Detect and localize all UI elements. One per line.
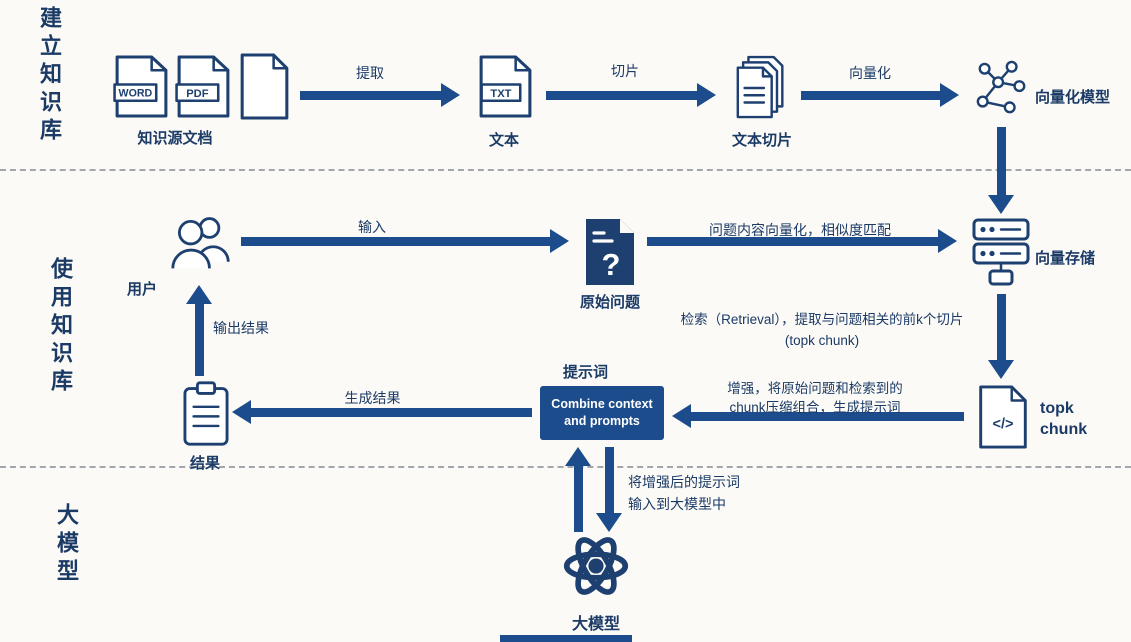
blank-doc-icon: [238, 53, 291, 120]
bottom-accent-bar: [500, 635, 632, 642]
similarity-arrow: [647, 229, 957, 253]
arrow-shaft: [689, 411, 964, 421]
llm-label: 大模型: [571, 616, 620, 633]
arrow-shaft: [604, 447, 614, 515]
retrieval-arrow: [988, 294, 1014, 379]
model-to-store-arrow: [988, 127, 1014, 214]
svg-text:TXT: TXT: [490, 88, 511, 100]
prompt-to-model-arrow: [596, 447, 622, 532]
arrow-head: [988, 360, 1014, 379]
extract-arrow-label: 提取: [356, 65, 384, 81]
svg-text:?: ?: [602, 247, 621, 282]
word-doc-icon: WORD: [113, 55, 170, 118]
combine-box-line1: Combine context: [551, 397, 653, 411]
question-label: 原始问题: [579, 294, 640, 311]
to-model-label-line1: 将增强后的提示词: [628, 474, 740, 490]
augment-label-line2: chunk压缩组合，生成提示词: [729, 400, 901, 415]
to-model-label-line2: 输入到大模型中: [628, 496, 726, 512]
retrieval-label-line2: (topk chunk): [784, 333, 860, 348]
arrow-head: [672, 404, 691, 428]
arrow-head: [232, 400, 251, 424]
model-to-prompt-arrow: [565, 447, 591, 532]
retrieval-label-line1: 检索（Retrieval），提取与问题相关的前k个切片: [680, 312, 964, 327]
arrow-shaft: [300, 90, 443, 100]
to-model-label: 将增强后的提示词 输入到大模型中: [628, 471, 740, 515]
arrow-head: [596, 513, 622, 532]
topk-chunk-label-line2: chunk: [1040, 421, 1088, 438]
vectorize-arrow-label: 向量化: [849, 65, 891, 81]
text-chunks-icon: [732, 55, 792, 121]
arrow-shaft: [996, 294, 1006, 362]
arrow-shaft: [241, 236, 552, 246]
arrow-shaft: [194, 302, 204, 376]
arrow-head: [938, 229, 957, 253]
arrow-head: [550, 229, 569, 253]
source-docs-label: 知识源文档: [137, 130, 213, 147]
generate-result-arrow: [232, 400, 532, 424]
vector-store-icon: [971, 217, 1031, 287]
arrow-shaft: [647, 236, 940, 246]
svg-text:</>: </>: [992, 417, 1013, 433]
output-result-label: 输出结果: [213, 320, 269, 336]
arrow-shaft: [801, 90, 942, 100]
slice-arrow: [546, 83, 716, 107]
augment-arrow: [672, 404, 964, 428]
section-label-build: 建立知识库: [37, 6, 62, 146]
arrow-head: [697, 83, 716, 107]
section-label-model: 大模型: [54, 503, 79, 587]
combine-context-box: Combine context and prompts: [540, 386, 664, 440]
topk-chunk-label: topk chunk: [1040, 398, 1087, 440]
arrow-head: [940, 83, 959, 107]
question-doc-icon: ?: [582, 217, 638, 287]
text-chunks-label: 文本切片: [731, 132, 792, 149]
combine-box-line2: and prompts: [564, 414, 640, 428]
vectorize-arrow: [801, 83, 959, 107]
extract-arrow: [300, 83, 460, 107]
slice-arrow-label: 切片: [611, 63, 639, 79]
prompt-label: 提示词: [563, 364, 609, 381]
similarity-arrow-label: 问题内容向量化，相似度匹配: [709, 222, 891, 238]
vector-model-label: 向量化模型: [1035, 89, 1111, 106]
arrow-shaft: [546, 90, 699, 100]
svg-text:PDF: PDF: [186, 88, 208, 100]
section-divider-2: [0, 466, 1131, 468]
vector-store-label: 向量存储: [1035, 250, 1096, 267]
pdf-doc-icon: PDF: [175, 55, 232, 118]
txt-doc-icon: TXT: [477, 55, 534, 118]
user-icon: [170, 211, 232, 275]
result-label: 结果: [189, 455, 220, 472]
augment-label-line1: 增强，将原始问题和检索到的: [727, 381, 903, 396]
topk-chunk-label-line1: topk: [1040, 400, 1074, 417]
text-label: 文本: [488, 132, 519, 149]
user-label: 用户: [127, 281, 158, 298]
retrieval-label: 检索（Retrieval），提取与问题相关的前k个切片 (topk chunk): [620, 309, 1024, 351]
input-arrow-label: 输入: [358, 219, 386, 235]
result-clipboard-icon: [181, 380, 231, 447]
arrow-head: [441, 83, 460, 107]
arrow-shaft: [573, 464, 583, 532]
svg-text:WORD: WORD: [119, 88, 153, 100]
arrow-head: [565, 447, 591, 466]
output-result-arrow: [186, 285, 212, 376]
generate-result-label: 生成结果: [344, 390, 401, 406]
section-divider-1: [0, 169, 1131, 171]
llm-atom-icon: [562, 532, 630, 600]
section-label-use: 使用知识库: [48, 257, 73, 397]
input-arrow: [241, 229, 569, 253]
arrow-shaft: [996, 127, 1006, 197]
topk-chunk-icon: </>: [976, 385, 1030, 449]
arrow-head: [186, 285, 212, 304]
vector-model-icon: [973, 60, 1031, 117]
augment-label: 增强，将原始问题和检索到的 chunk压缩组合，生成提示词: [663, 379, 967, 417]
arrow-head: [988, 195, 1014, 214]
arrow-shaft: [249, 407, 532, 417]
